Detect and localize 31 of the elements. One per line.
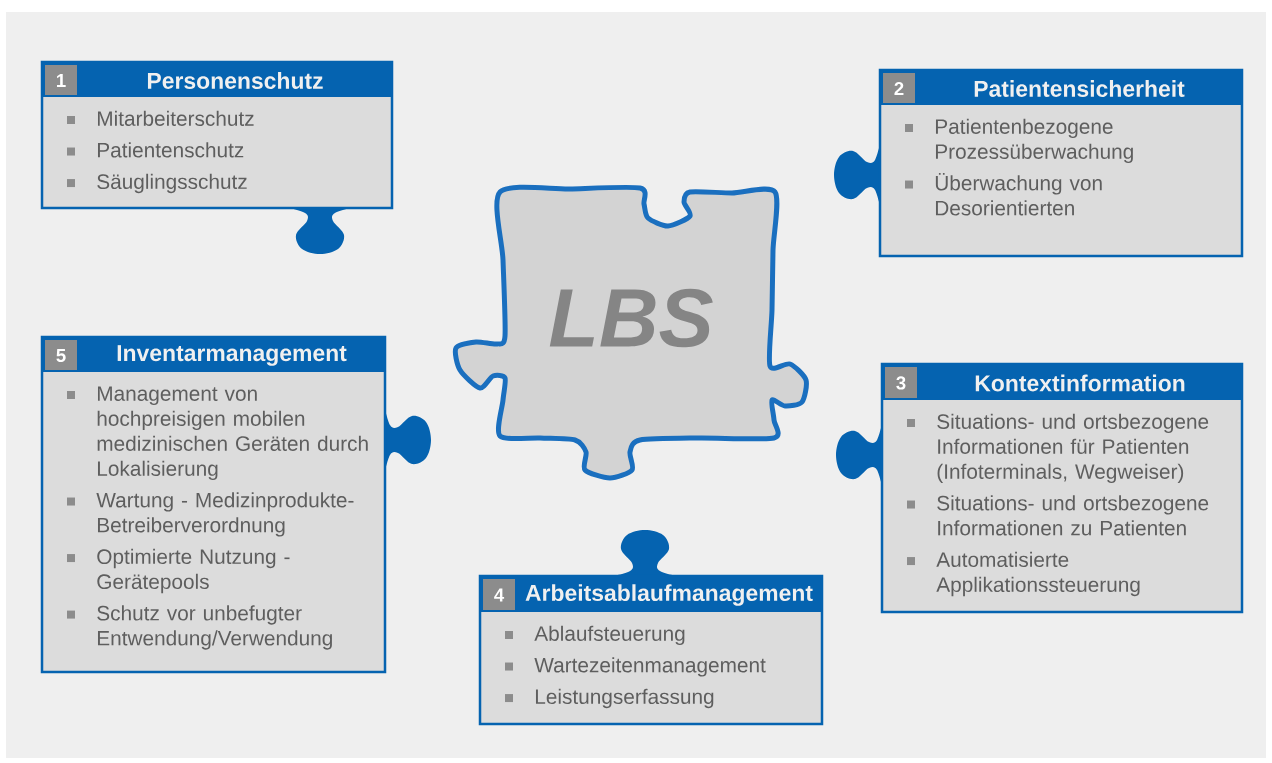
- number-badge: 2: [883, 73, 915, 103]
- puzzle-piece: LBS: [452, 184, 809, 481]
- number-badge: 4: [483, 579, 515, 610]
- list-item: Patientenbezogene Prozessüberwachung: [905, 118, 1133, 164]
- card-heading: Patientensicherheit: [974, 80, 1185, 97]
- card-heading: Personenschutz: [147, 72, 323, 89]
- number-badge: 1: [45, 65, 77, 95]
- list-item: Mitarbeiterschutz: [67, 110, 254, 126]
- info-card: [834, 68, 1244, 258]
- card-heading: Kontextinformation: [975, 374, 1185, 392]
- list-item: Optimierte Nutzung - Gerätepools: [67, 548, 290, 594]
- list-item: Ablaufsteuerung: [505, 625, 685, 646]
- list-item: Situations- und ortsbezogene Informationen für Patienten (Infoterminals, Wegweiser): [907, 413, 1209, 484]
- list-item: Management von hochpreisigen mobilen medizinischen Geräten durch Lokalisierung: [67, 386, 368, 481]
- list-item: Wartezeitenmanagement: [505, 657, 766, 677]
- list-item: Automatisierte Applikationssteuerung: [907, 551, 1140, 597]
- card-heading: Inventarmanagement: [117, 345, 347, 366]
- info-card: [40, 60, 394, 254]
- list-item: Patientenschutz: [67, 142, 244, 158]
- list-item: Wartung - Medizinprodukte-Betreiberverordnung: [67, 492, 354, 537]
- info-card: [478, 530, 824, 726]
- list-item: Säuglingsschutz: [67, 173, 247, 194]
- info-card: [40, 335, 431, 674]
- list-item: Überwachung von Desorientierten: [905, 172, 1102, 216]
- card-heading: Arbeitsablaufmanagement: [525, 584, 813, 606]
- info-card: [836, 362, 1244, 614]
- list-item: Leistungserfassung: [505, 688, 714, 709]
- number-badge: 5: [45, 340, 77, 370]
- number-badge: 3: [885, 367, 917, 398]
- list-item: Schutz vor unbefugter Entwendung/Verwendung: [67, 605, 332, 650]
- list-item: Situations- und ortsbezogene Informationen zu Patienten: [907, 495, 1209, 536]
